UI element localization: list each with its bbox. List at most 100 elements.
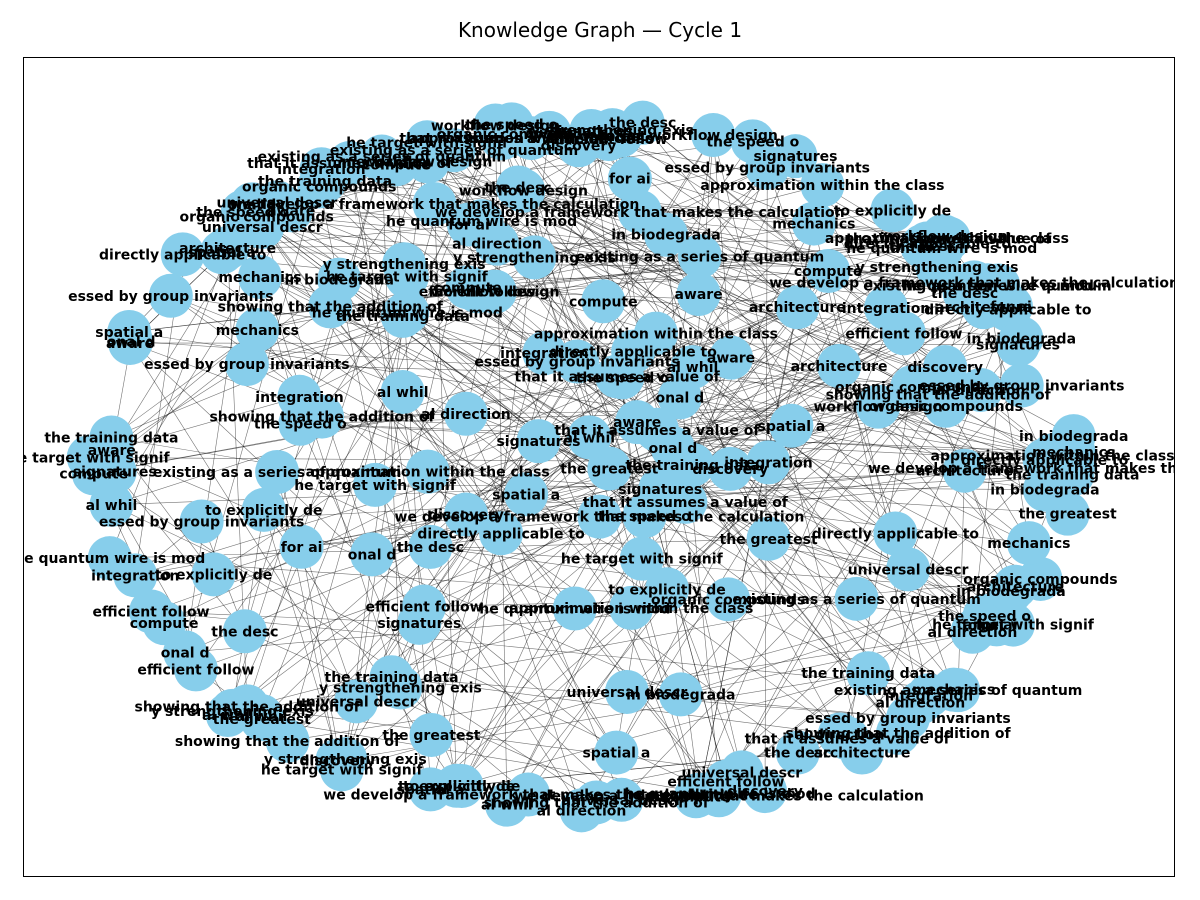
node-label: mechanics bbox=[341, 154, 424, 170]
graph-node bbox=[327, 141, 372, 186]
node-label: workflow design bbox=[430, 285, 559, 301]
graph-node bbox=[674, 774, 719, 819]
node-label: spatial a bbox=[492, 487, 560, 503]
node-label: he quantum wire is mod bbox=[312, 305, 503, 321]
node-label: the training data bbox=[258, 174, 392, 190]
node-label: architecture bbox=[916, 464, 1013, 480]
graph-node bbox=[817, 343, 862, 388]
node-label: discovery bbox=[727, 784, 803, 800]
node-label: al direction bbox=[795, 727, 885, 743]
node-label: approximation within the class bbox=[825, 231, 1069, 247]
nodes-layer bbox=[66, 100, 1096, 833]
node-label: universal descr bbox=[202, 220, 323, 236]
node-label: he target with signif bbox=[561, 552, 724, 568]
graph-node bbox=[604, 669, 649, 714]
node-label: integration bbox=[91, 568, 179, 584]
node-label: al whil bbox=[202, 708, 254, 724]
node-label: signatures bbox=[496, 434, 580, 450]
graph-node bbox=[412, 182, 457, 227]
node-label: efficient follow bbox=[667, 775, 784, 791]
graph-node bbox=[619, 536, 664, 581]
graph-node bbox=[353, 462, 398, 507]
node-label: discovery bbox=[692, 462, 768, 478]
node-label: architecture bbox=[179, 241, 276, 257]
node-label: we develop a framework that makes the ca… bbox=[230, 197, 640, 213]
node-label: the training data bbox=[801, 666, 935, 682]
node-label: to explicitly de bbox=[608, 582, 725, 598]
graph-edge bbox=[513, 133, 909, 719]
graph-node bbox=[380, 370, 425, 415]
node-label: essed by group invariants bbox=[144, 357, 349, 373]
node-label: approximation within the class bbox=[306, 465, 550, 481]
graph-node bbox=[846, 651, 891, 696]
graph-edge bbox=[341, 307, 887, 770]
graph-node bbox=[89, 482, 134, 527]
node-label: discovery bbox=[428, 508, 504, 524]
graph-node bbox=[791, 201, 836, 246]
graph-edge bbox=[276, 471, 338, 761]
graph-edge bbox=[299, 167, 768, 398]
graph-edge bbox=[465, 413, 622, 800]
graph-edge bbox=[111, 396, 300, 451]
graph-node bbox=[113, 553, 158, 598]
graph-node bbox=[769, 403, 814, 448]
node-label: al whil bbox=[481, 798, 533, 814]
node-label: that it assumes a value of bbox=[515, 369, 721, 385]
node-label: mechanics bbox=[216, 323, 299, 339]
node-label: universal descr bbox=[848, 562, 969, 578]
node-label: we develop a framework that makes the ca… bbox=[435, 205, 845, 221]
graph-edge bbox=[642, 122, 1073, 475]
node-label: we develop a framework that makes the ca… bbox=[868, 461, 1175, 477]
graph-edge bbox=[195, 243, 498, 670]
graph-node bbox=[995, 322, 1040, 367]
graph-node bbox=[923, 345, 968, 390]
graph-node bbox=[297, 164, 342, 209]
graph-edge bbox=[699, 245, 923, 257]
node-label: al whil bbox=[236, 709, 288, 725]
graph-node bbox=[484, 782, 529, 827]
node-label: aware bbox=[525, 126, 573, 142]
node-label: showing that the addition of bbox=[785, 726, 1011, 742]
graph-edge bbox=[375, 484, 1045, 490]
graph-node bbox=[834, 576, 879, 621]
graph-node bbox=[691, 113, 736, 158]
graph-edge bbox=[247, 706, 742, 773]
node-label: that it assumes a value of bbox=[583, 495, 789, 511]
node-label: al whil bbox=[86, 498, 138, 514]
graph-edge bbox=[434, 204, 457, 786]
node-label: existing as a series of quantum bbox=[258, 150, 506, 166]
node-label: compute bbox=[59, 466, 128, 482]
node-label: he quantum wire is mod bbox=[624, 787, 815, 803]
graph-node bbox=[220, 189, 265, 234]
graph-edge bbox=[341, 578, 1041, 770]
graph-node bbox=[609, 585, 654, 630]
node-label: y strengthening exis bbox=[856, 260, 1019, 276]
node-label: signatures bbox=[976, 338, 1060, 354]
graph-node bbox=[179, 499, 224, 544]
graph-node bbox=[936, 668, 981, 713]
graph-node bbox=[886, 695, 931, 740]
graph-edge bbox=[381, 156, 401, 688]
node-label: to explicitly de bbox=[205, 503, 322, 519]
graph-edge bbox=[523, 190, 947, 239]
node-label: integration bbox=[842, 301, 930, 317]
graph-edge bbox=[957, 470, 965, 691]
graph-node bbox=[611, 329, 656, 374]
node-label: organic compounds bbox=[869, 399, 1023, 415]
node-label: architecture bbox=[749, 300, 846, 316]
node-label: organic compounds bbox=[651, 592, 805, 608]
node-label: he target with signif bbox=[24, 450, 170, 466]
node-label: onal d bbox=[107, 334, 156, 350]
graph-node bbox=[308, 284, 353, 329]
graph-node bbox=[590, 108, 635, 153]
node-label: for ai bbox=[976, 617, 1018, 633]
graph-node bbox=[504, 472, 549, 517]
graph-edge bbox=[276, 471, 357, 702]
graph-node bbox=[746, 440, 791, 485]
node-label: the greatest bbox=[548, 129, 646, 145]
node-label: approximation within the class bbox=[509, 601, 753, 617]
node-label: compute bbox=[362, 157, 431, 173]
node-label: approximation within the class bbox=[534, 327, 778, 343]
graph-edge bbox=[93, 279, 340, 474]
node-label: for ai bbox=[448, 217, 490, 233]
